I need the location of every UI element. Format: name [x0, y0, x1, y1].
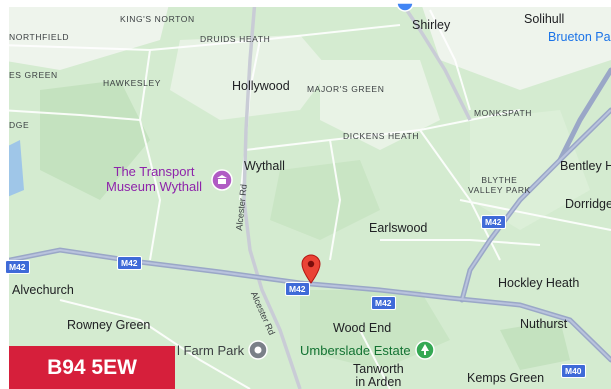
place-earlswood: Earlswood — [369, 221, 428, 235]
m42-shield: M42 — [5, 260, 30, 274]
place-hawkesley: HAWKESLEY — [103, 78, 161, 88]
m42-shield: M42 — [481, 215, 506, 229]
place-rowney-green: Rowney Green — [67, 318, 151, 332]
place-dorridge: Dorridge — [565, 197, 611, 211]
place-bentley-heath: Bentley H — [560, 159, 611, 173]
place-brueton-park: Brueton Pa — [548, 30, 611, 44]
poi-farm-park-label[interactable]: l Farm Park — [177, 343, 245, 358]
m42-shield: M42 — [371, 296, 396, 310]
place-shirley: Shirley — [412, 18, 451, 32]
m42-shield: M42 — [117, 256, 142, 270]
place-kings-norton: KING'S NORTON — [120, 14, 195, 24]
museum-icon[interactable] — [211, 169, 233, 196]
place-es-green: ES GREEN — [9, 70, 58, 80]
map-top-edge — [0, 0, 611, 7]
place-northfield: NORTHFIELD — [9, 32, 70, 42]
place-dickens-heath: DICKENS HEATH — [343, 131, 420, 141]
place-tanworth-in-arden: Tanworth in Arden — [353, 362, 404, 389]
map-left-edge — [0, 0, 9, 389]
place-nuthurst: Nuthurst — [520, 317, 568, 331]
place-blythe-valley-park: BLYTHE VALLEY PARK — [468, 175, 531, 195]
place-wood-end: Wood End — [333, 321, 392, 335]
partial-marker-icon — [396, 0, 414, 18]
place-majors-green: MAJOR'S GREEN — [307, 84, 385, 94]
poi-generic-icon[interactable] — [248, 340, 268, 365]
place-monkspath: MONKSPATH — [474, 108, 532, 118]
place-druids-heath: DRUIDS HEATH — [200, 34, 271, 44]
place-alvechurch: Alvechurch — [12, 283, 74, 297]
place-hockley-heath: Hockley Heath — [498, 276, 580, 290]
place-hollywood: Hollywood — [232, 79, 290, 93]
park-icon[interactable] — [415, 340, 435, 365]
location-pin-icon[interactable] — [300, 254, 322, 289]
place-kemps-green: Kemps Green — [467, 371, 545, 385]
place-solihull: Solihull — [524, 12, 565, 26]
m42-shield: M42 — [285, 282, 310, 296]
postcode-badge: B94 5EW — [9, 346, 175, 389]
place-dge: DGE — [9, 120, 30, 130]
poi-transport-museum-label[interactable]: The Transport Museum Wythall — [106, 164, 202, 194]
place-wythall: Wythall — [244, 159, 285, 173]
m40-shield: M40 — [561, 364, 586, 378]
poi-umberslade-label[interactable]: Umberslade Estate — [300, 343, 411, 358]
